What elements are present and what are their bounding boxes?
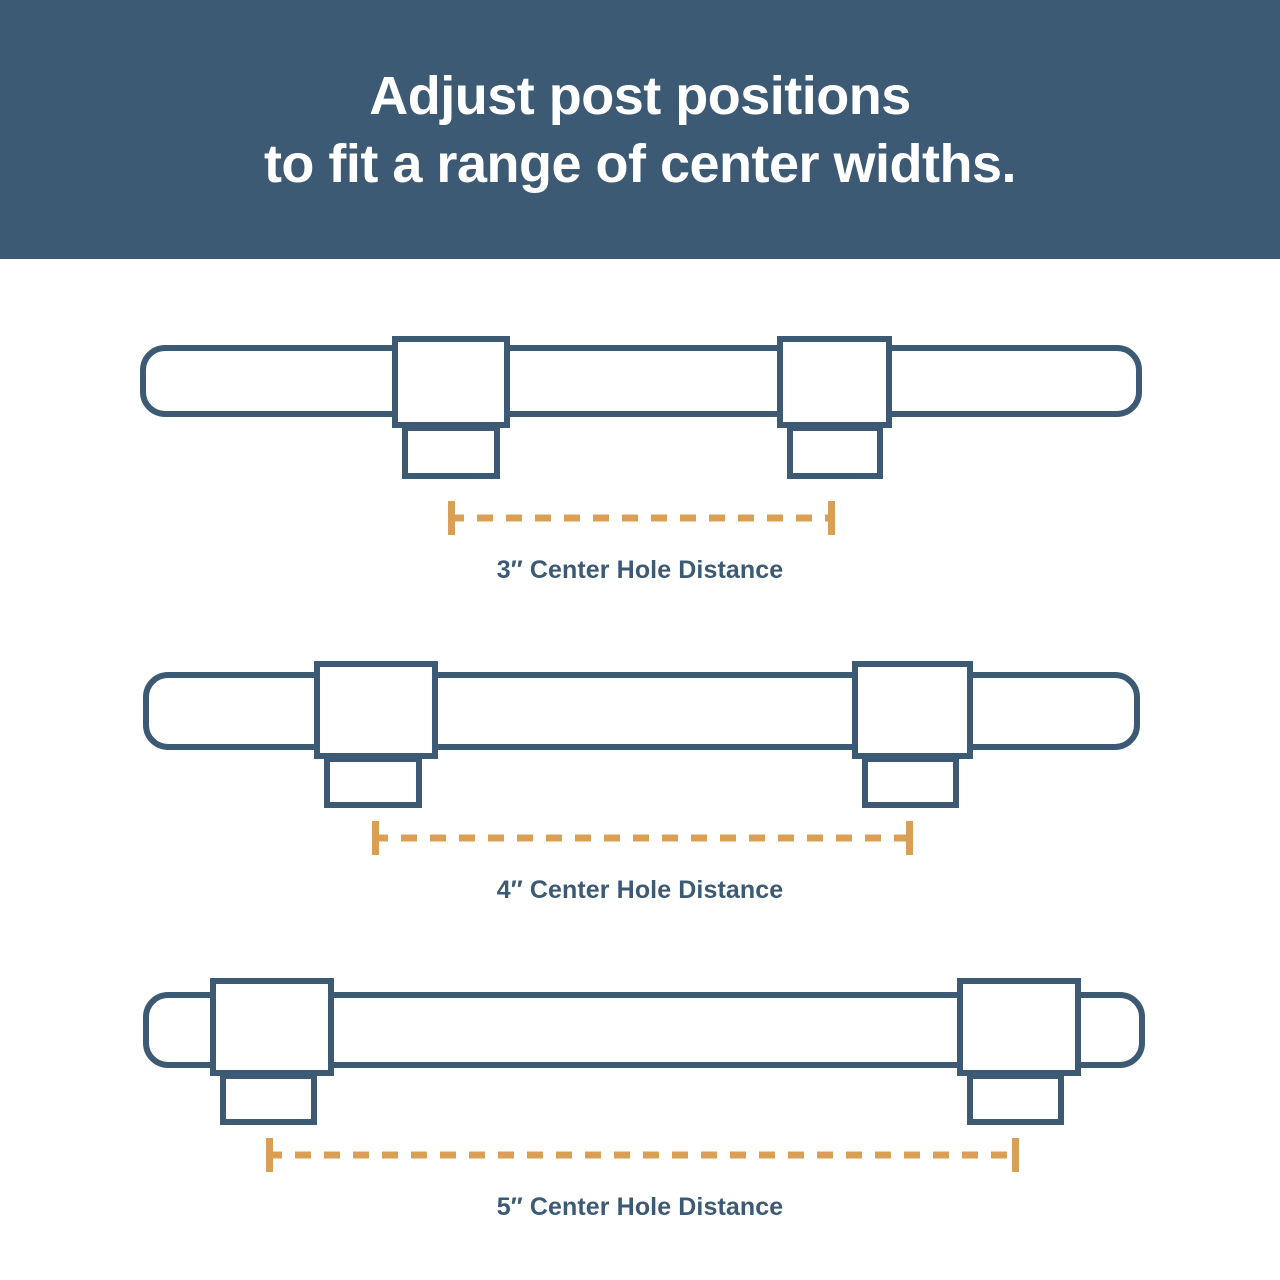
header-title-line-2: to fit a range of center widths. (263, 133, 1017, 194)
pull-bar (143, 992, 1145, 1068)
post-base-1 (324, 756, 422, 808)
header-banner: Adjust post positions to fit a range of … (0, 0, 1280, 259)
post-group-2 (777, 336, 892, 479)
post-group-1 (314, 661, 438, 808)
caption-5-inch: 5″ Center Hole Distance (496, 1193, 784, 1221)
post-base-1 (402, 425, 500, 479)
post-1 (314, 661, 438, 759)
pull-diagram-4-inch (143, 661, 1140, 855)
post-group-2 (957, 978, 1081, 1125)
post-base-2 (787, 425, 883, 479)
dimension-line (372, 821, 913, 855)
caption-4-inch: 4″ Center Hole Distance (496, 876, 784, 904)
post-group-1 (392, 336, 510, 479)
dimension-line (266, 1138, 1019, 1172)
post-1 (210, 978, 334, 1076)
post-base-2 (862, 756, 959, 808)
post-base-1 (220, 1073, 317, 1125)
post-1 (392, 336, 510, 428)
diagram-row-3-inch: 3″ Center Hole Distance (0, 300, 1280, 600)
post-group-2 (852, 661, 973, 808)
post-group-1 (210, 978, 334, 1125)
post-2 (852, 661, 973, 759)
caption-3-inch: 3″ Center Hole Distance (496, 556, 784, 584)
post-2 (957, 978, 1081, 1076)
dimension-line (448, 501, 835, 535)
pull-bar (140, 345, 1142, 417)
diagram-row-4-inch: 4″ Center Hole Distance (0, 620, 1280, 920)
diagram-row-5-inch: 5″ Center Hole Distance (0, 940, 1280, 1240)
header-title-line-1: Adjust post positions (369, 65, 911, 126)
post-2 (777, 336, 892, 428)
pull-diagram-3-inch (140, 336, 1142, 535)
pull-bar (143, 672, 1140, 750)
post-base-2 (967, 1073, 1064, 1125)
pull-diagram-5-inch (143, 978, 1145, 1172)
